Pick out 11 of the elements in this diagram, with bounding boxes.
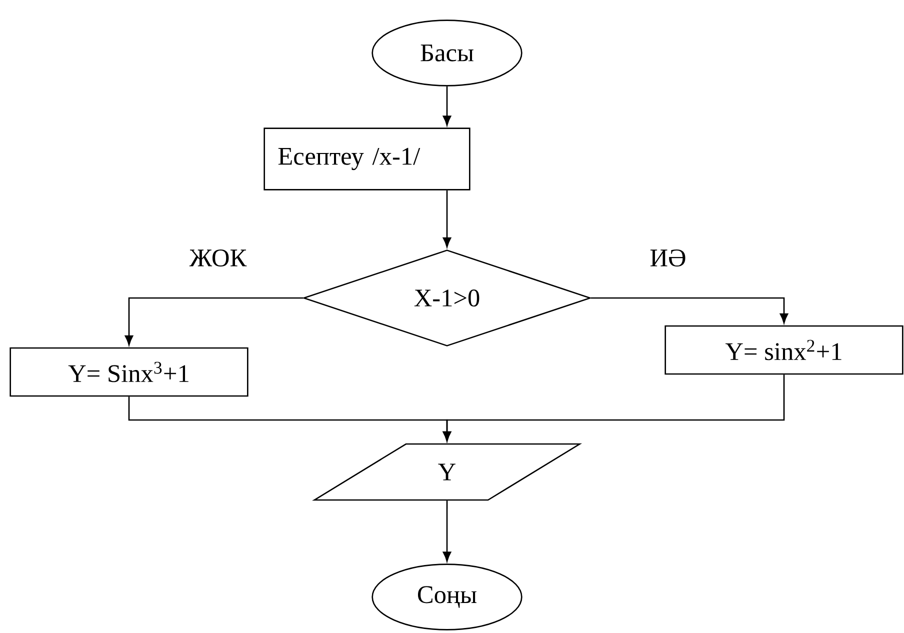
arrow	[124, 297, 303, 346]
edge-label: ИӘ	[647, 246, 689, 270]
process-box: Y= Sinx$^{3}$+1	[10, 347, 248, 397]
process-box: Y= sinx$^{2}$+1	[664, 325, 904, 375]
arrow	[442, 190, 452, 248]
arrow	[442, 500, 452, 562]
arrow	[591, 297, 788, 324]
arrow	[442, 374, 785, 442]
process-box: Есептеу /x-1/	[264, 128, 470, 190]
arrow	[442, 86, 452, 126]
edge-label: ЖОК	[186, 246, 250, 270]
